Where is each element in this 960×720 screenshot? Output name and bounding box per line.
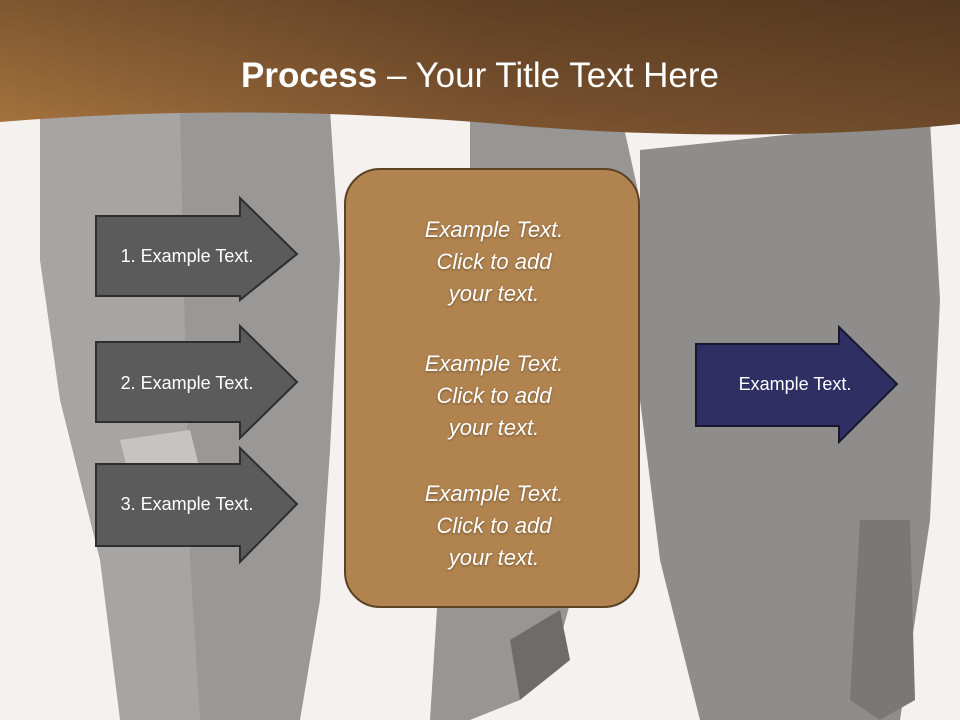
process-arrow-3[interactable] bbox=[94, 446, 300, 564]
result-arrow[interactable] bbox=[694, 325, 900, 445]
center-text-1[interactable]: Example Text. Click to add your text. bbox=[424, 217, 564, 306]
process-arrow-3-label: 3. Example Text. bbox=[120, 494, 254, 514]
title-rest: – Your Title Text Here bbox=[377, 56, 719, 95]
process-arrow-2-label: 2. Example Text. bbox=[120, 373, 254, 393]
process-arrow-2[interactable] bbox=[94, 324, 300, 440]
slide-title: Process – Your Title Text Here bbox=[0, 56, 960, 96]
process-arrow-1-label: 1. Example Text. bbox=[120, 246, 254, 266]
center-text-3[interactable]: Example Text. Click to add your text. bbox=[424, 481, 564, 570]
center-box[interactable]: Example Text. Click to add your text. Ex… bbox=[344, 168, 640, 608]
result-arrow-label: Example Text. bbox=[738, 374, 852, 394]
center-text-2[interactable]: Example Text. Click to add your text. bbox=[424, 351, 564, 440]
process-arrow-1[interactable] bbox=[94, 196, 300, 302]
title-bold: Process bbox=[241, 56, 378, 95]
